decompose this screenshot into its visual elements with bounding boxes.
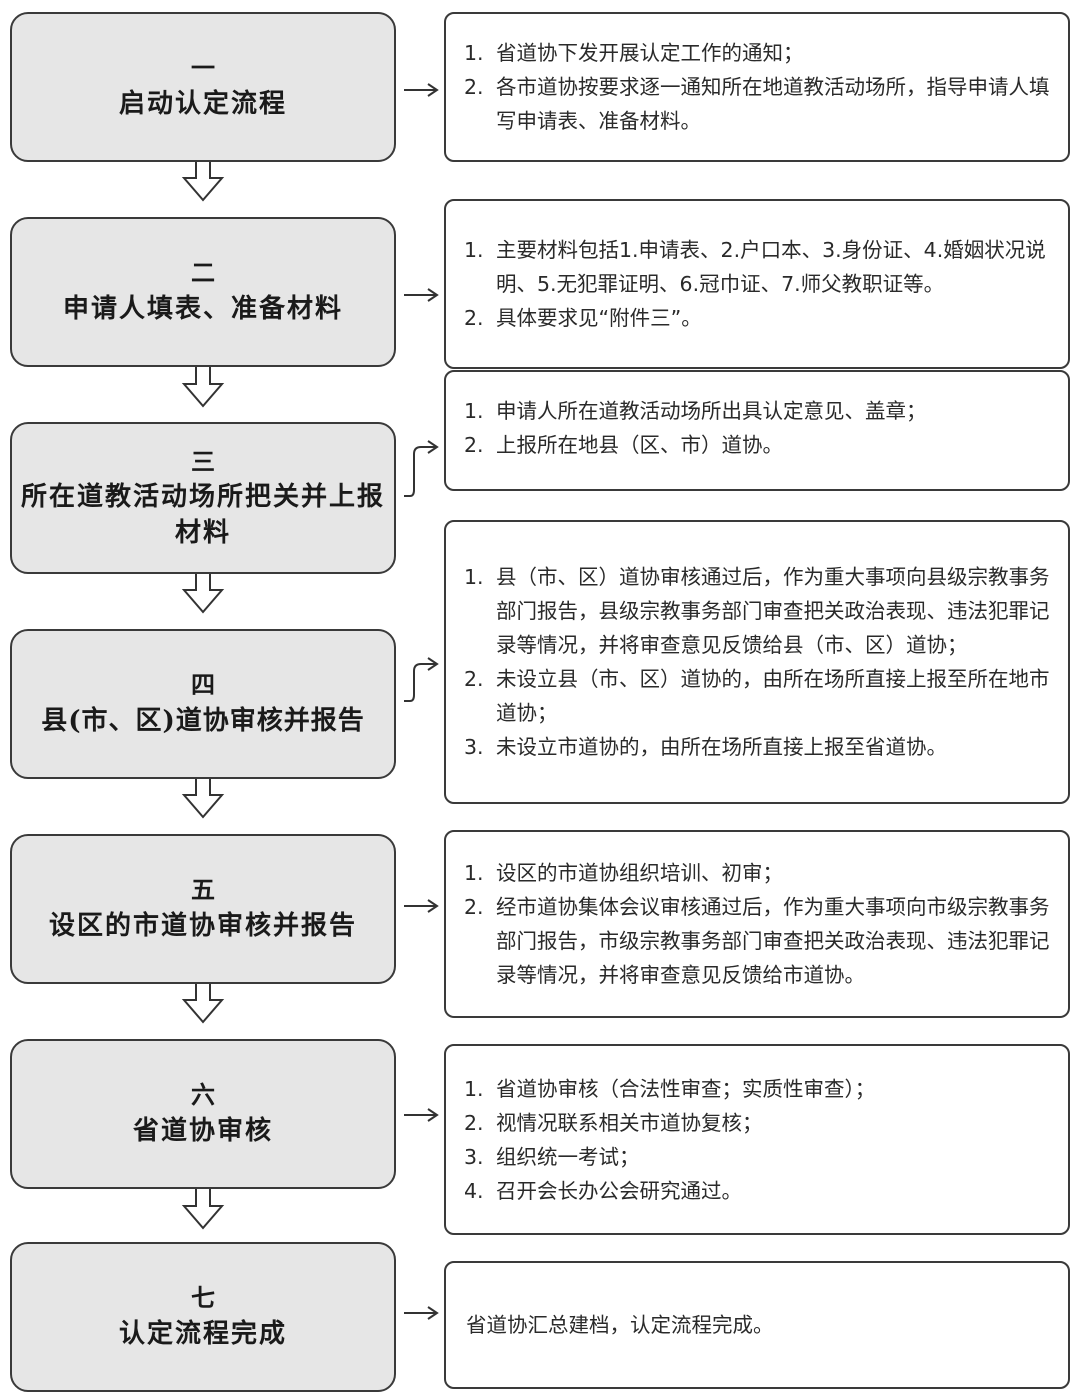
step-title: 所在道教活动场所把关并上报材料 (20, 482, 385, 548)
right-arrow-7 (404, 1306, 439, 1320)
detail-item: 2.各市道协按要求逐一通知所在地道教活动场所，指导申请人填写申请表、准备材料。 (464, 75, 1050, 133)
bent-arrow-3 (404, 440, 439, 497)
down-arrow-4 (181, 779, 225, 819)
detail-item: 1.省道协审核（合法性审查；实质性审查）； (464, 1076, 876, 1101)
detail-item: 1.县（市、区）道协审核通过后，作为重大事项向县级宗教事务部门报告，县级宗教事务… (464, 565, 1050, 657)
detail-item: 1.申请人所在道教活动场所出具认定意见、盖章； (464, 399, 927, 423)
detail-box-3: 1.申请人所在道教活动场所出具认定意见、盖章； 2.上报所在地县（区、市）道协。 (444, 370, 1070, 491)
detail-box-4: 1.县（市、区）道协审核通过后，作为重大事项向县级宗教事务部门报告，县级宗教事务… (444, 520, 1070, 804)
step-number: 五 (191, 875, 215, 904)
detail-item: 2.上报所在地县（区、市）道协。 (464, 433, 783, 457)
detail-box-6: 1.省道协审核（合法性审查；实质性审查）； 2.视情况联系相关市道协复核； 3.… (444, 1044, 1070, 1235)
detail-item: 2.未设立县（市、区）道协的，由所在场所直接上报至所在地市道协； (464, 667, 1050, 725)
detail-box-5: 1.设区的市道协组织培训、初审； 2.经市道协集体会议审核通过后，作为重大事项向… (444, 830, 1070, 1018)
detail-box-7: 省道协汇总建档，认定流程完成。 (444, 1261, 1070, 1389)
step-number: 七 (191, 1283, 215, 1312)
step-title: 省道协审核 (132, 1116, 273, 1146)
step-box-3: 三 所在道教活动场所把关并上报材料 (10, 422, 396, 574)
step-title: 县(市、区)道协审核并报告 (41, 706, 365, 736)
detail-item: 2.具体要求见“附件三”。 (464, 306, 702, 330)
step-box-1: 一 启动认定流程 (10, 12, 396, 162)
step-box-4: 四 县(市、区)道协审核并报告 (10, 629, 396, 779)
step-title: 申请人填表、准备材料 (62, 294, 343, 324)
step-title: 启动认定流程 (118, 89, 287, 119)
step-number: 六 (191, 1080, 215, 1109)
step-box-2: 二 申请人填表、准备材料 (10, 217, 396, 367)
detail-item: 4.召开会长办公会研究通过。 (464, 1178, 742, 1203)
detail-item: 2.经市道协集体会议审核通过后，作为重大事项向市级宗教事务部门报告，市级宗教事务… (464, 895, 1050, 987)
detail-item: 2.视情况联系相关市道协复核； (464, 1110, 763, 1135)
down-arrow-5 (181, 984, 225, 1024)
down-arrow-6 (181, 1189, 225, 1230)
detail-item: 1.主要材料包括1.申请表、2.户口本、3.身份证、4.婚姻状况说明、5.无犯罪… (464, 238, 1046, 296)
bent-arrow-4 (404, 657, 439, 702)
right-arrow-2 (404, 288, 439, 302)
detail-item: 3.组织统一考试； (464, 1144, 640, 1169)
detail-item: 3.未设立市道协的，由所在场所直接上报至省道协。 (464, 735, 947, 759)
right-arrow-1 (404, 83, 439, 97)
step-box-6: 六 省道协审核 (10, 1039, 396, 1189)
step-box-7: 七 认定流程完成 (10, 1242, 396, 1392)
detail-box-1: 1.省道协下发开展认定工作的通知； 2.各市道协按要求逐一通知所在地道教活动场所… (444, 12, 1070, 162)
detail-item: 1.省道协下发开展认定工作的通知； (464, 41, 804, 65)
step-title: 设区的市道协审核并报告 (48, 911, 357, 941)
step-number: 四 (191, 670, 215, 699)
step-box-5: 五 设区的市道协审核并报告 (10, 834, 396, 984)
detail-text: 省道协汇总建档，认定流程完成。 (466, 1313, 774, 1337)
right-arrow-5 (404, 899, 439, 913)
right-arrow-6 (404, 1108, 439, 1122)
step-number: 三 (191, 447, 215, 476)
step-number: 二 (191, 258, 215, 287)
step-number: 一 (191, 53, 215, 82)
down-arrow-3 (181, 574, 225, 614)
down-arrow-2 (181, 367, 225, 408)
detail-box-2: 1.主要材料包括1.申请表、2.户口本、3.身份证、4.婚姻状况说明、5.无犯罪… (444, 199, 1070, 369)
down-arrow-1 (181, 162, 225, 202)
detail-item: 1.设区的市道协组织培训、初审； (464, 861, 783, 885)
step-title: 认定流程完成 (118, 1319, 287, 1349)
